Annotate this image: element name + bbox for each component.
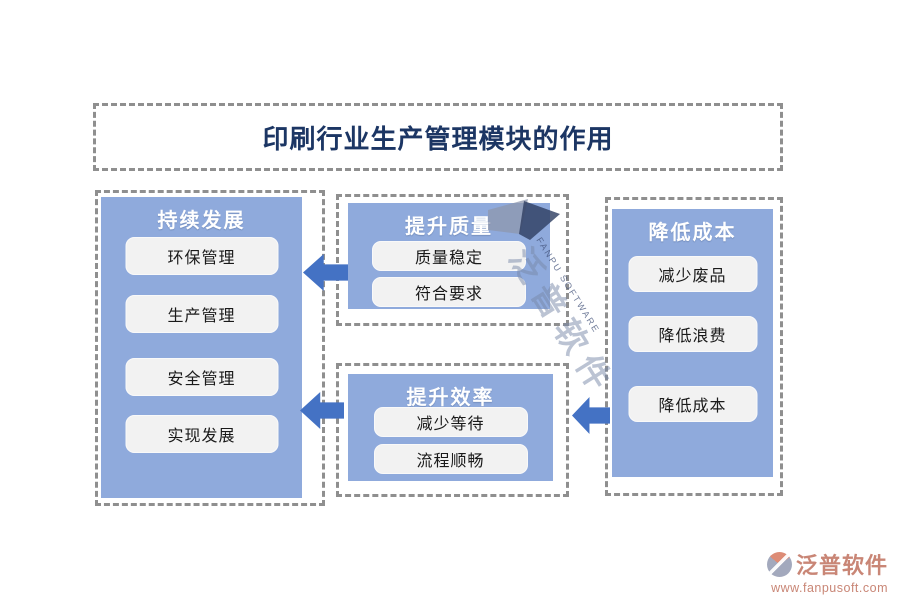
panel-cost-title: 降低成本 <box>648 222 737 244</box>
list-item: 实现发展 <box>125 415 278 453</box>
panel-sustain-title: 持续发展 <box>157 210 246 232</box>
page-title: 印刷行业生产管理模块的作用 <box>262 123 614 154</box>
list-item: 减少等待 <box>373 407 528 437</box>
cost-group-frame <box>605 197 783 496</box>
fanpu-logo-icon <box>766 551 792 577</box>
panel-quality: 提升质量 质量稳定 符合要求 <box>348 203 550 309</box>
list-item: 生产管理 <box>125 295 278 333</box>
panel-efficiency: 提升效率 减少等待 流程顺畅 <box>348 374 553 481</box>
panel-cost: 降低成本 减少废品 降低浪费 降低成本 <box>612 209 773 477</box>
list-item: 降低浪费 <box>628 316 757 352</box>
list-item: 安全管理 <box>125 358 278 396</box>
title-frame: 印刷行业生产管理模块的作用 <box>93 103 783 171</box>
panel-sustain: 持续发展 环保管理 生产管理 安全管理 实现发展 <box>101 197 302 498</box>
panel-efficiency-title: 提升效率 <box>406 387 495 409</box>
list-item: 降低成本 <box>628 386 757 422</box>
efficiency-group-frame <box>336 363 569 497</box>
list-item: 减少废品 <box>628 256 757 292</box>
list-item: 质量稳定 <box>372 241 526 271</box>
list-item: 流程顺畅 <box>373 444 528 474</box>
quality-group-frame <box>336 194 569 326</box>
list-item: 环保管理 <box>125 237 278 275</box>
brand-url: www.fanpusoft.com <box>771 581 888 595</box>
sustain-group-frame <box>95 190 325 506</box>
list-item: 符合要求 <box>372 277 526 307</box>
panel-quality-title: 提升质量 <box>405 216 493 238</box>
brand-name: 泛普软件 <box>795 553 888 578</box>
brand-footer: 泛普软件 www.fanpusoft.com <box>766 548 888 595</box>
